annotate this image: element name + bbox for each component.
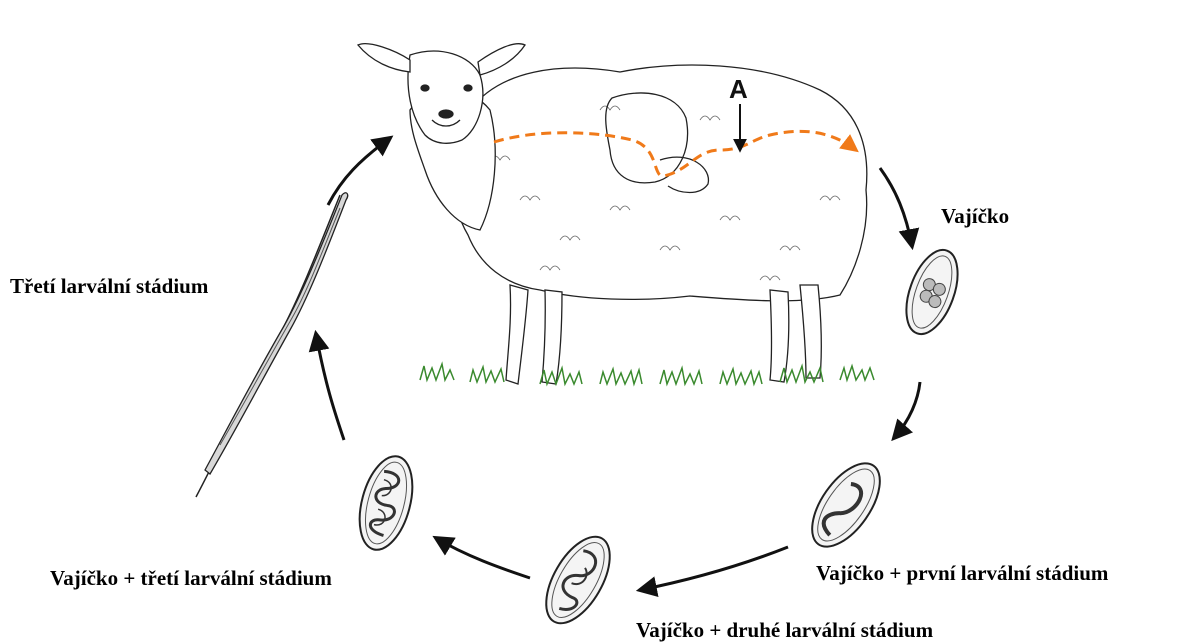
arrow-icon bbox=[316, 334, 344, 440]
arrow-icon bbox=[894, 382, 920, 438]
arrow-icon bbox=[436, 538, 530, 578]
arrow-icon bbox=[880, 168, 912, 246]
egg-icon bbox=[896, 243, 967, 341]
stage-label-egg-l2: Vajíčko + druhé larvální stádium bbox=[636, 620, 933, 641]
stage-label-egg: Vajíčko bbox=[941, 206, 1009, 227]
sheep-illustration bbox=[358, 44, 867, 384]
stage-label-egg-l3: Vajíčko + třetí larvální stádium bbox=[50, 568, 332, 589]
stage-label-l3: Třetí larvální stádium bbox=[10, 276, 208, 297]
stage-label-egg-l1: Vajíčko + první larvální stádium bbox=[816, 563, 1108, 584]
arrow-icon bbox=[328, 138, 390, 205]
egg-l2-icon bbox=[533, 526, 623, 633]
marker-a-label: A bbox=[729, 76, 748, 102]
arrow-icon bbox=[640, 547, 788, 590]
egg-l1-icon bbox=[799, 452, 893, 558]
larva-icon bbox=[196, 193, 348, 497]
egg-l3-icon bbox=[350, 450, 421, 555]
